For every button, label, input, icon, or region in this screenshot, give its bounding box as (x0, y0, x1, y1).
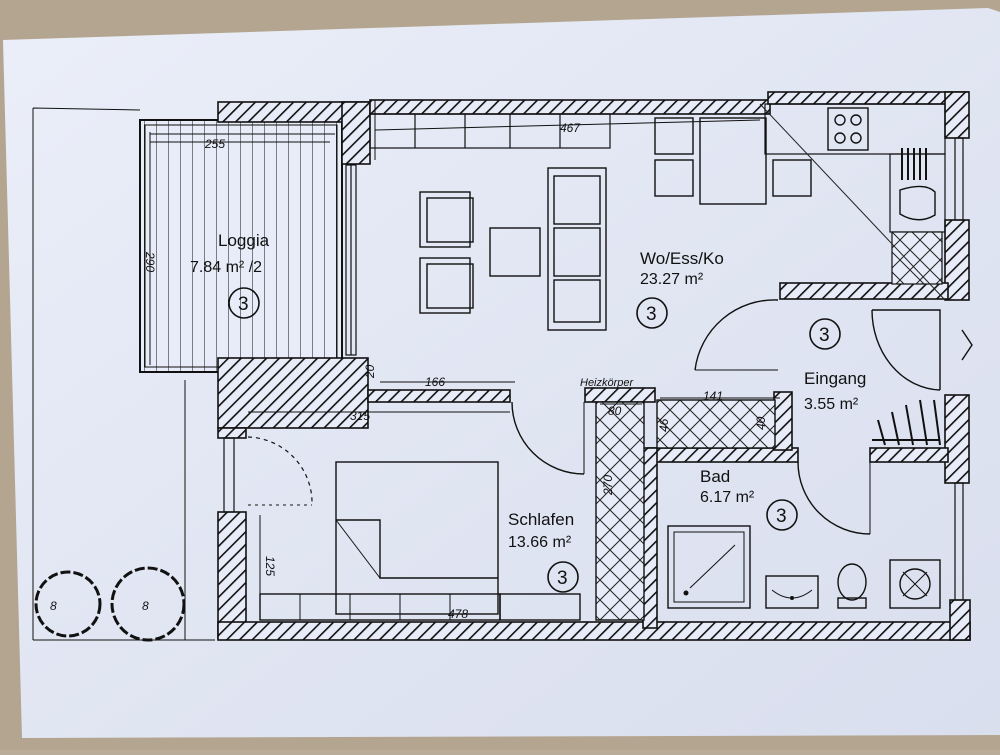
wall-eingang-left (773, 391, 793, 451)
room-area: 7.84 m² /2 (190, 259, 262, 276)
room-area: 23.27 m² (640, 271, 704, 288)
installation-shaft (595, 399, 776, 621)
svg-text:3: 3 (646, 304, 657, 325)
wall-shaft-top (584, 387, 656, 403)
entrance-wardrobe (872, 399, 941, 446)
armchair-1 (419, 191, 471, 248)
svg-text:3: 3 (238, 294, 249, 315)
stove-icon (827, 107, 869, 151)
dim-shaft-width: 80 (608, 404, 622, 418)
sink-icon (899, 185, 936, 221)
door-schlafen-swing (511, 401, 585, 475)
dim-step: 20 (363, 364, 377, 379)
svg-text:3: 3 (557, 568, 568, 589)
dining-table (699, 117, 767, 205)
tree-icon (34, 570, 102, 638)
coffee-table (489, 227, 541, 277)
room-schlafen-label: Schlafen 13.66 m² 3 (508, 510, 579, 593)
tree-label-right: 8 (142, 599, 149, 613)
heater-label: Heizkörper (580, 377, 635, 389)
dim-bad-top: 141 (703, 389, 723, 403)
wall-right-bottom (949, 599, 971, 641)
room-badge (228, 287, 260, 319)
bathroom-fixtures (667, 525, 941, 609)
armchair-2 (419, 257, 471, 314)
room-name: Eingang (804, 369, 866, 388)
wall-top-right (767, 91, 969, 105)
wall-top (369, 99, 771, 115)
dim-bad-left: 46 (657, 418, 671, 432)
kitchen (759, 103, 946, 301)
kitchen-shaft (891, 231, 943, 285)
wall-loggia-bottom (217, 357, 369, 429)
wall-bad-left (642, 447, 658, 629)
washing-machine (889, 559, 941, 609)
bed (335, 461, 499, 615)
room-badge (636, 297, 668, 329)
walls (217, 91, 971, 641)
site-lines (32, 107, 215, 641)
dim-schlafen-width: 315 (350, 409, 370, 423)
shower-tray (667, 525, 751, 609)
room-badge (547, 561, 579, 593)
dim-wohnen-width: 467 (560, 121, 581, 135)
room-name: Wo/Ess/Ko (640, 249, 724, 268)
wall-right-low (944, 394, 970, 484)
room-wohnen-label: Wo/Ess/Ko 23.27 m² 3 (636, 249, 724, 329)
wall-loggia-corner (341, 101, 371, 165)
dim-loggia-width: 255 (204, 137, 225, 151)
room-eingang-label: 3 Eingang 3.55 m² (804, 318, 866, 413)
dim-loggia-depth: 290 (143, 251, 157, 272)
dim-bad-right: 40 (754, 416, 768, 430)
room-badge (809, 318, 841, 350)
room-name: Loggia (218, 231, 270, 250)
room-loggia-label: Loggia 7.84 m² /2 3 (190, 231, 270, 319)
door-entrance-swing (871, 309, 941, 391)
wall-left-lower (217, 511, 247, 639)
wall-right-top (944, 91, 970, 139)
dim-schlafen-bottom: 478 (448, 607, 468, 621)
room-area: 13.66 m² (508, 534, 572, 551)
dim-shaft-height: 270 (601, 475, 615, 496)
dim-wohnen-lower: 166 (425, 375, 445, 389)
svg-text:3: 3 (776, 506, 787, 527)
wall-schlafen-top (367, 389, 511, 403)
dimension-lines (150, 119, 780, 612)
room-area: 6.17 m² (700, 489, 755, 506)
toilet (837, 563, 867, 601)
tree-label-left: 8 (50, 599, 57, 613)
room-bad-label: Bad 6.17 m² 3 (700, 467, 798, 531)
wall-left-stub (217, 427, 247, 439)
wall-bottom (217, 621, 971, 641)
room-name: Bad (700, 467, 730, 486)
room-name: Schlafen (508, 510, 574, 529)
svg-text:3: 3 (819, 325, 830, 346)
wall-right-mid (944, 219, 970, 301)
window-door-swing (247, 436, 313, 506)
windows (223, 113, 964, 601)
sofa (547, 167, 607, 331)
furniture-bedroom (259, 461, 581, 621)
room-area: 3.55 m² (804, 396, 859, 413)
burner-icon (834, 114, 846, 126)
dim-schlafen-depth: 125 (263, 556, 277, 576)
door-bad-swing (797, 461, 871, 535)
door-eingang-swing (694, 299, 779, 371)
washbasin (765, 575, 819, 609)
bad-shaft (656, 399, 776, 449)
loggia-area (139, 119, 343, 373)
doors (247, 299, 973, 535)
tree-icon (110, 566, 186, 642)
sink-drainer-icon (901, 148, 927, 180)
wall-bad-top-right (869, 447, 949, 463)
garden-trees: 8 8 (34, 566, 186, 642)
wall-eingang-top (779, 282, 949, 300)
room-badge (766, 499, 798, 531)
